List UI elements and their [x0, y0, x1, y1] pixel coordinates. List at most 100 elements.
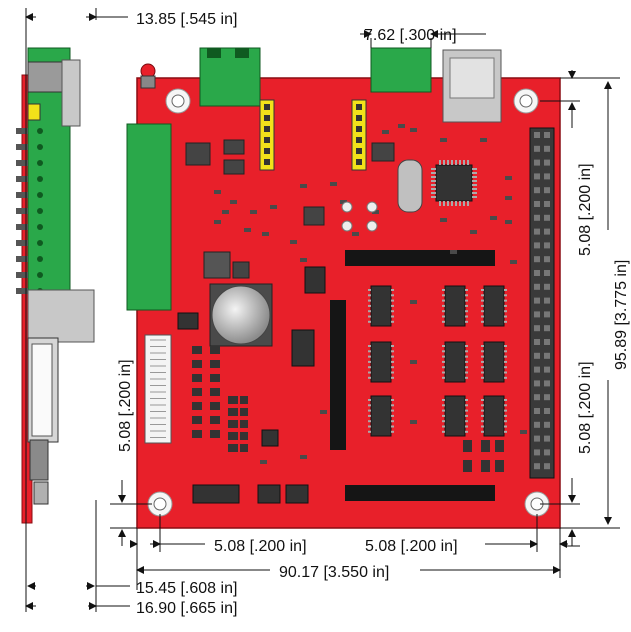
ic-pin [504, 360, 507, 363]
smd-pad [330, 182, 337, 186]
ic-pin [442, 350, 445, 353]
ic-pin [368, 376, 371, 379]
ic-pin [368, 360, 371, 363]
ic-pin [481, 320, 484, 323]
ribbon-pin [544, 256, 550, 263]
ic-pin [481, 315, 484, 318]
ic-pin [368, 289, 371, 291]
usb-port [449, 57, 495, 99]
smd-pad [262, 232, 269, 236]
transistor-package [304, 266, 326, 294]
ribbon-pin [544, 270, 550, 276]
smd-component [192, 346, 202, 354]
ic-pin [368, 294, 371, 297]
smd-component [210, 374, 220, 382]
ic-pin [442, 289, 445, 291]
ribbon-pin [544, 311, 550, 318]
ic-pin [504, 414, 507, 417]
ic-pin [504, 289, 507, 291]
ribbon-pin [544, 173, 550, 180]
ic-pin [391, 371, 394, 374]
header-connector [370, 47, 432, 93]
ribbon-pin [534, 366, 540, 373]
smd-pad [320, 410, 327, 414]
smd-pad [505, 176, 512, 180]
ribbon-pin [544, 201, 550, 207]
ic-pin [368, 420, 371, 423]
ic-pin [481, 294, 484, 297]
yellow-header-left [259, 99, 275, 171]
smd-component [210, 416, 220, 424]
smd-transistor [495, 440, 504, 452]
ic-pin [368, 355, 371, 358]
ic-pin [481, 376, 484, 379]
smd-pad [352, 232, 359, 236]
ribbon-pin [544, 421, 550, 428]
mcu-pin [463, 160, 465, 165]
smd-pad [470, 230, 477, 234]
smd-component [192, 430, 202, 438]
ribbon-pin [534, 435, 540, 442]
ic-pin [442, 399, 445, 401]
mcu-pin [431, 172, 436, 174]
crystal-oscillator [397, 159, 423, 213]
ic-pin [465, 320, 468, 323]
smd-pad [230, 200, 237, 204]
smd-pad [300, 258, 307, 262]
ic-pin [465, 345, 468, 347]
mcu-pin [431, 168, 436, 170]
smd-pad [372, 210, 379, 214]
smd-pad [410, 300, 417, 304]
smd-pad [410, 128, 417, 132]
inductor [203, 251, 231, 279]
ribbon-pin [544, 394, 550, 401]
ic-pin [465, 310, 468, 313]
ribbon-pin [534, 449, 540, 456]
ic-pin [442, 304, 445, 307]
ic-pin [465, 430, 468, 433]
ic-pin [504, 430, 507, 433]
ic-pin [465, 376, 468, 379]
mcu-pin [447, 201, 449, 206]
mcu-pin [455, 201, 457, 206]
ic-pin [368, 299, 371, 302]
dim-right-hole-spacing: 5.08 [.200 in] [577, 163, 594, 256]
ic-pin [368, 404, 371, 407]
logic-ic [370, 285, 392, 327]
side-screw [16, 288, 28, 294]
header-pin [356, 115, 362, 121]
smd-pad [520, 430, 527, 434]
header-pin [356, 104, 362, 110]
ic-pin [481, 366, 484, 369]
side-connector-housing [27, 289, 95, 343]
mcu-pin [472, 180, 477, 182]
ribbon-pin [534, 339, 540, 345]
ribbon-pin [534, 214, 540, 221]
smd-pad [214, 220, 221, 224]
ic-pin [391, 425, 394, 428]
power-capacitor-2 [223, 139, 245, 155]
ribbon-pin [544, 449, 550, 456]
ic-pin [391, 310, 394, 313]
logic-ic [483, 341, 505, 383]
ribbon-pin [534, 173, 540, 180]
ic-pin [391, 289, 394, 291]
ic-pin [504, 355, 507, 358]
ic-pin [391, 299, 394, 302]
smd-component [210, 360, 220, 368]
ribbon-pin [544, 339, 550, 345]
small-components [192, 124, 527, 472]
logic-ic [483, 285, 505, 327]
top-view [126, 47, 561, 529]
side-screw-head [37, 160, 43, 166]
smd-component [210, 346, 220, 354]
ribbon-pin [534, 187, 540, 194]
logic-ic [483, 395, 505, 437]
ic-pin [504, 420, 507, 423]
ribbon-pin [534, 297, 540, 304]
mcu-pin [431, 180, 436, 182]
side-terminal-strip [126, 123, 172, 311]
mounting-hole [153, 497, 167, 511]
ic-pin [368, 350, 371, 353]
